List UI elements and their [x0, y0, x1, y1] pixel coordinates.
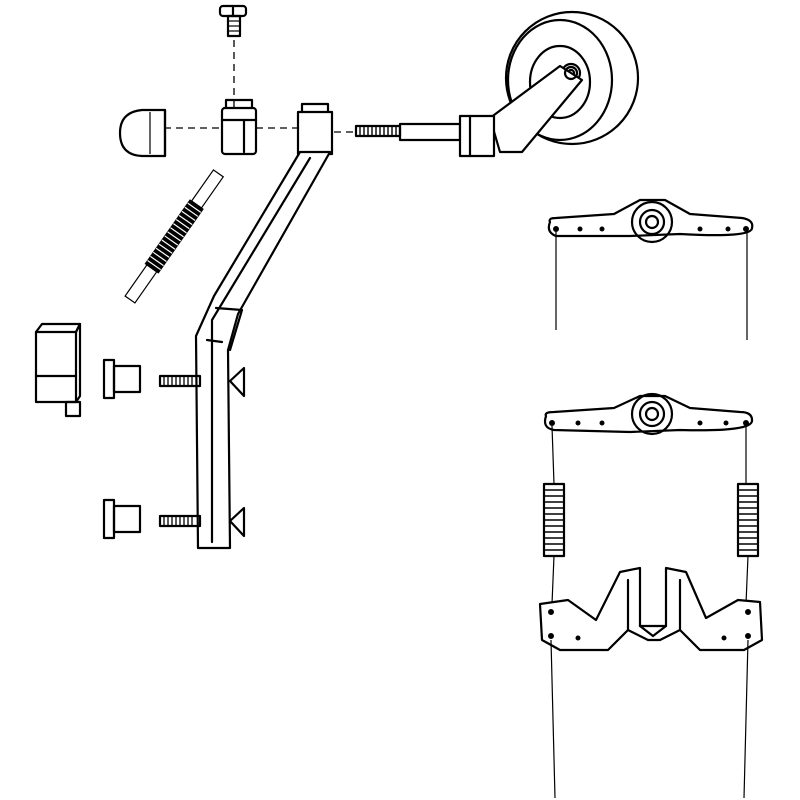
torsion-spring [124, 169, 225, 304]
servo-horn [543, 392, 754, 436]
machine-screw [158, 366, 246, 538]
strut [194, 150, 332, 550]
screw [218, 4, 248, 38]
pushrod [550, 639, 749, 799]
servo-horn [547, 198, 754, 340]
wheel-arm [458, 64, 584, 158]
return-spring [542, 425, 760, 605]
nylon-insert [102, 358, 142, 540]
axle [354, 122, 462, 142]
cap [118, 108, 167, 158]
assembly-guide-lines [164, 40, 356, 133]
bearing-block [34, 322, 82, 418]
steering-arm [538, 566, 764, 652]
collar [220, 98, 258, 156]
wheel [504, 10, 640, 146]
